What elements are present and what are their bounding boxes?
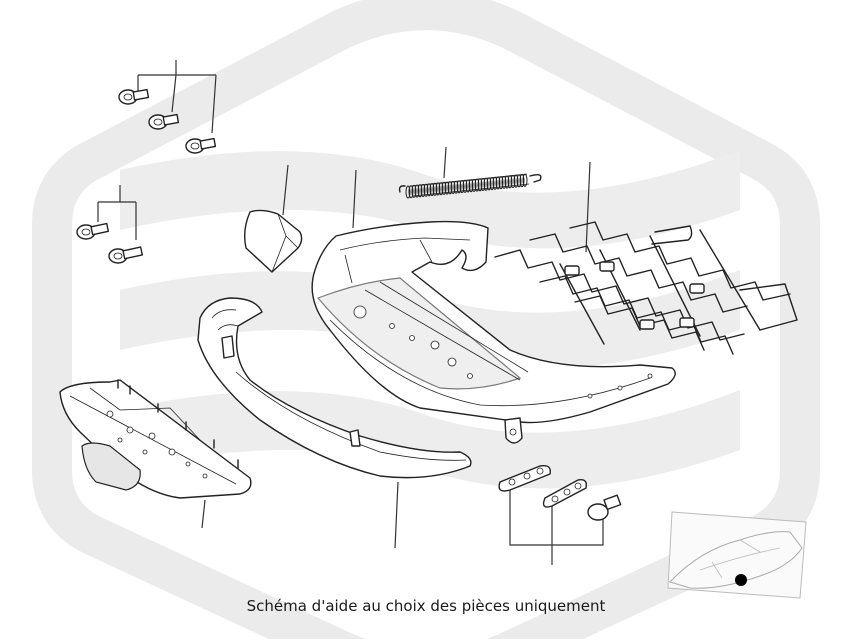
position-dot-icon bbox=[735, 574, 747, 586]
plates-and-bolt bbox=[498, 464, 622, 565]
tension-spring bbox=[398, 146, 542, 199]
diagram-caption: Schéma d'aide au choix des pièces unique… bbox=[246, 597, 606, 615]
screw-group-top bbox=[118, 60, 217, 154]
screw-group-left bbox=[76, 185, 144, 264]
front-base-bracket bbox=[59, 379, 252, 529]
bracket-cover-part bbox=[243, 164, 303, 273]
front-cross-bar bbox=[197, 297, 472, 549]
seat-pan-frame bbox=[311, 161, 676, 444]
car-locator-icon bbox=[667, 511, 807, 599]
spring-wire-mat bbox=[494, 221, 798, 355]
